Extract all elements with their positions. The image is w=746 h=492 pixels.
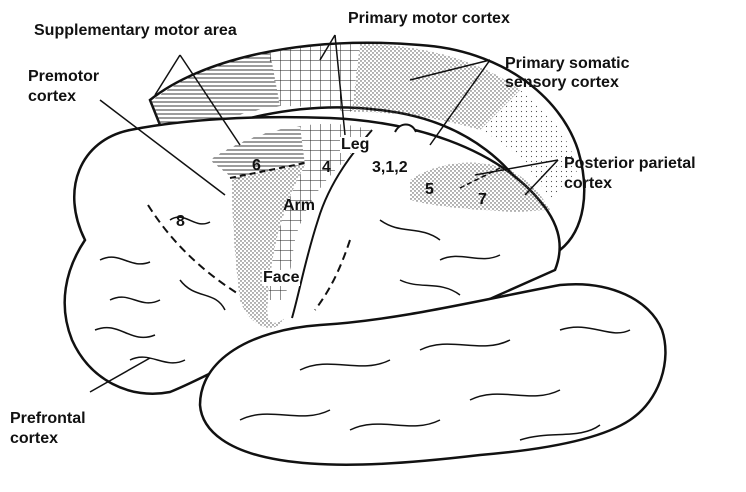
region-face: Face <box>262 270 300 286</box>
label-supplementary-motor-area: Supplementary motor area <box>34 22 237 40</box>
label-prefrontal-1: Prefrontal <box>10 410 86 428</box>
area-3-1-2: 3,1,2 <box>372 160 408 176</box>
region-leg: Leg <box>340 137 370 153</box>
label-posterior-parietal-2: cortex <box>564 175 612 193</box>
label-primary-motor-cortex: Primary motor cortex <box>348 10 510 28</box>
label-primary-somatic-sensory-1: Primary somatic <box>505 55 630 73</box>
area-4: 4 <box>322 160 331 176</box>
label-posterior-parietal-1: Posterior parietal <box>564 155 696 173</box>
primary-motor-medial-region <box>268 43 360 112</box>
area-7: 7 <box>478 192 487 208</box>
label-primary-somatic-sensory-2: sensory cortex <box>505 74 619 92</box>
area-6: 6 <box>252 158 261 174</box>
label-prefrontal-2: cortex <box>10 430 58 448</box>
label-premotor-1: Premotor <box>28 68 99 86</box>
area-5: 5 <box>425 182 434 198</box>
region-arm: Arm <box>283 198 315 214</box>
label-premotor-2: cortex <box>28 88 76 106</box>
area-8: 8 <box>176 214 185 230</box>
